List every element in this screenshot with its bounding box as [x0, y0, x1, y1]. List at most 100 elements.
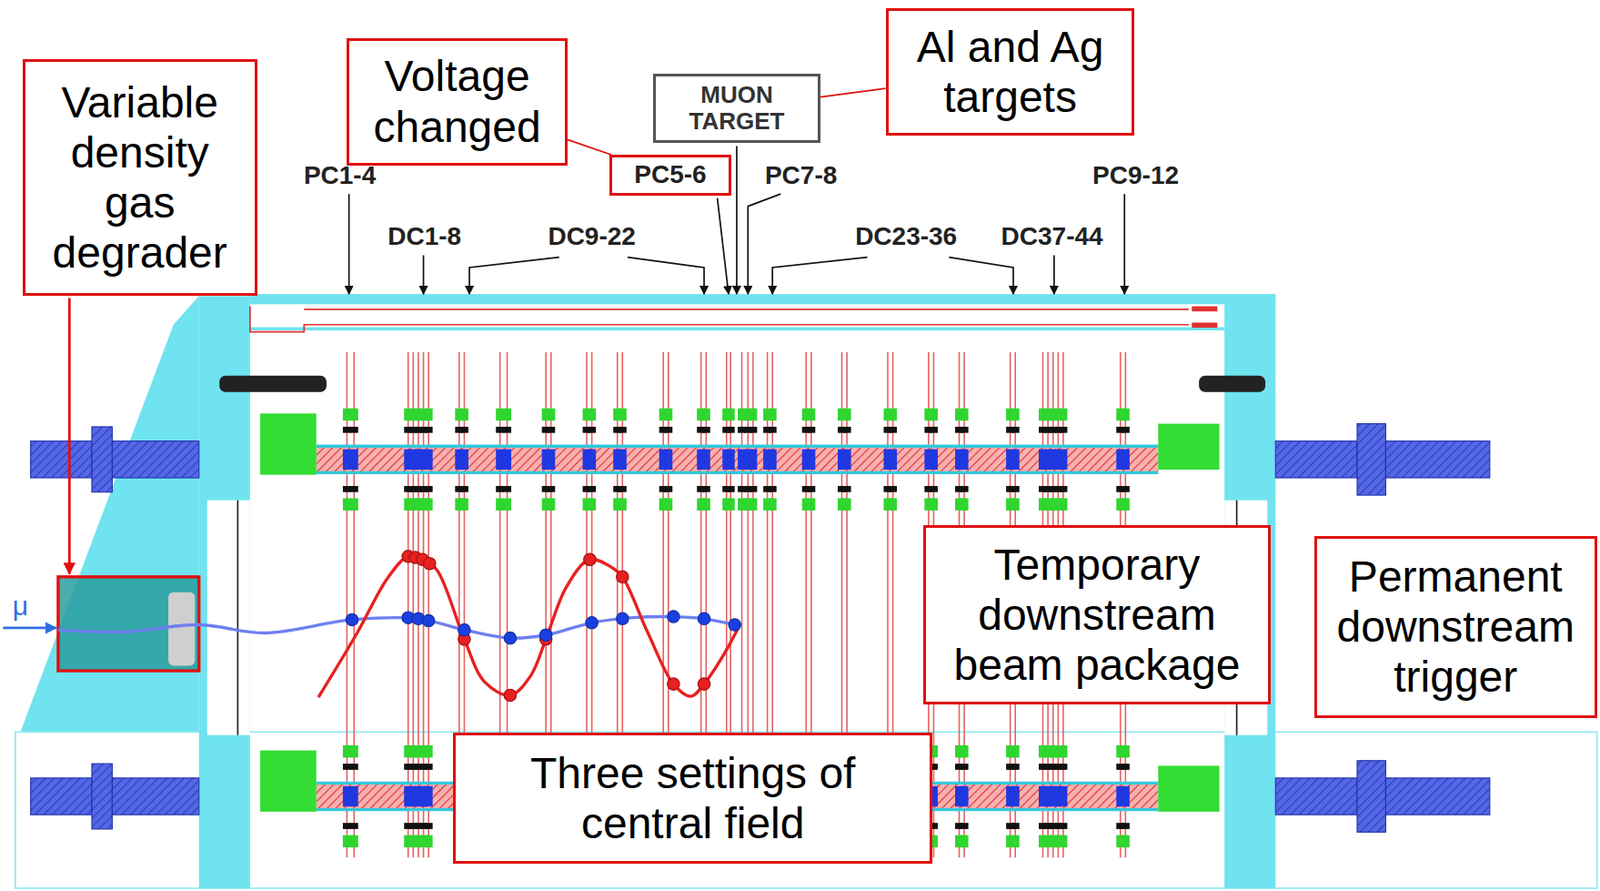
plane-readout	[960, 497, 969, 510]
plane-readout	[1058, 485, 1067, 493]
plane-readout	[726, 485, 735, 493]
top-plate	[250, 293, 1276, 304]
callout-text: Permanent downstream trigger	[1326, 551, 1586, 703]
plane-readout	[460, 408, 469, 421]
plane-readout	[806, 426, 816, 433]
plane-readout	[1058, 822, 1067, 829]
hit-dot	[423, 557, 436, 570]
plane-readout	[546, 497, 555, 510]
callout-text: Voltage changed	[358, 50, 555, 151]
plane-readout	[1121, 822, 1130, 829]
plane-readout	[1058, 408, 1067, 421]
plane-readout	[726, 449, 735, 470]
positron-track	[318, 555, 740, 697]
pointer-arrow	[772, 257, 867, 294]
plane-readout	[1011, 785, 1020, 806]
plane-readout	[702, 449, 711, 470]
plane-readout	[806, 408, 816, 421]
plane-readout	[503, 497, 512, 510]
plane-readout	[424, 785, 433, 806]
plane-readout	[342, 822, 352, 829]
plane-readout	[424, 744, 433, 757]
plane-readout	[460, 426, 469, 433]
plane-readout	[350, 763, 359, 770]
plane-readout	[702, 426, 711, 433]
plane-readout	[888, 408, 897, 421]
plane-readout	[503, 449, 512, 470]
chamber-label: PC1-4	[303, 161, 376, 191]
plane-readout	[460, 485, 469, 493]
plane-readout	[587, 426, 596, 433]
plane-readout	[424, 835, 433, 847]
plane-readout	[1121, 744, 1130, 757]
pipe-flange	[1357, 423, 1386, 496]
plane-readout	[929, 449, 938, 470]
callout-text: Temporary downstream beam package	[939, 539, 1254, 691]
plane-readout	[587, 497, 596, 510]
plane-readout	[424, 497, 433, 510]
plane-readout	[726, 408, 735, 421]
chamber-label: DC1-8	[387, 222, 462, 252]
plane-readout	[503, 485, 512, 493]
plane-readout	[1121, 408, 1130, 421]
plane-readout	[350, 744, 359, 757]
hit-dot	[697, 612, 710, 624]
beam-pipe	[1385, 777, 1490, 815]
plane-readout	[960, 744, 969, 757]
plane-readout	[350, 485, 359, 493]
plane-readout	[1121, 785, 1130, 806]
window-foil	[237, 500, 240, 735]
callout-text: Al and Ag targets	[897, 21, 1124, 122]
plane-readout	[342, 785, 352, 806]
leader-line	[820, 88, 886, 98]
callout-text: Three settings of central field	[492, 747, 894, 848]
plane-readout	[888, 485, 897, 493]
plane-readout	[342, 763, 352, 770]
gas-degrader	[58, 576, 200, 671]
plane-readout	[1121, 835, 1130, 847]
pointer-arrow	[747, 193, 781, 294]
chamber-label: DC23-36	[855, 222, 957, 252]
flange-window	[207, 500, 251, 735]
end-block	[260, 750, 317, 812]
plane-readout	[342, 497, 352, 510]
plane-readout	[929, 497, 938, 510]
hit-dot	[667, 610, 680, 623]
beam-pipe	[1385, 441, 1490, 478]
plane-readout	[726, 497, 735, 510]
plane-readout	[618, 449, 627, 470]
plane-readout	[350, 785, 359, 806]
plane-readout	[350, 426, 359, 433]
plane-readout	[664, 485, 673, 493]
plane-readout	[546, 426, 555, 433]
gas-fitting	[1191, 322, 1218, 328]
hit-dot	[616, 570, 629, 583]
pointer-arrow	[348, 193, 351, 294]
plane-readout	[1011, 497, 1020, 510]
plane-readout	[664, 449, 673, 470]
plane-readout	[960, 785, 969, 806]
chamber-label: PC7-8	[764, 161, 837, 191]
plane-readout	[342, 449, 352, 470]
plane-readout	[1011, 449, 1020, 470]
plane-readout	[618, 426, 627, 433]
pipe-flange	[91, 763, 112, 829]
chamber-label: PC9-12	[1092, 161, 1179, 191]
gas-line	[250, 306, 1189, 333]
plane-readout	[495, 449, 504, 470]
plane-readout	[342, 485, 352, 493]
support-bar	[316, 445, 1158, 473]
callout-text: PC5-6	[633, 161, 706, 190]
callout-box: Variable density gas degrader	[22, 59, 258, 296]
end-block	[260, 412, 317, 474]
plane-readout	[888, 497, 897, 510]
plane-readout	[1058, 449, 1067, 470]
plane-readout	[768, 449, 777, 470]
degrader-window	[168, 592, 195, 666]
plane-readout	[495, 426, 504, 433]
bar-edge	[316, 444, 1158, 448]
plane-readout	[664, 408, 673, 421]
plane-readout	[350, 822, 359, 829]
plane-pointers	[349, 145, 1126, 294]
beam-pipe	[30, 441, 92, 478]
